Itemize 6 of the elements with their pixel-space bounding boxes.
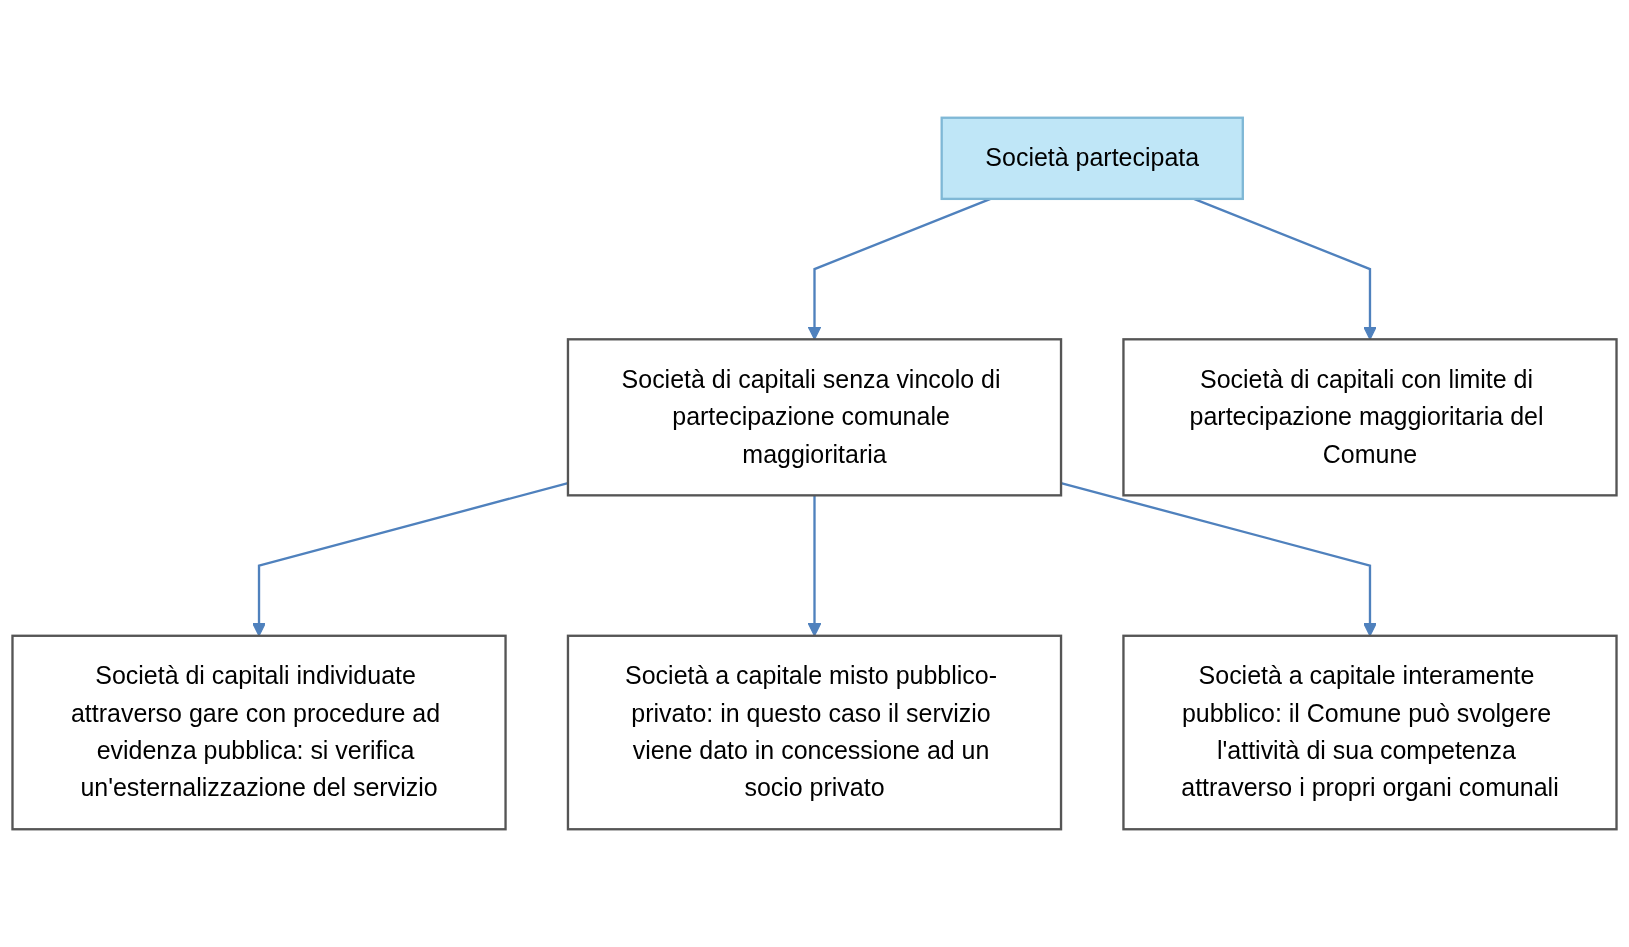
node-box: Società di capitali individuate attraverso gare con procedure ad evidenza pubblica: si verifica un'esternalizzazione del servizio	[11, 634, 507, 831]
node-box: Società di capitali senza vincolo di partecipazione comunale maggioritaria	[566, 338, 1063, 497]
node-box: Società a capitale misto pubblico- privato: in questo caso il servizio viene dato in concessione ad un socio privato	[566, 634, 1063, 831]
node-box: Società a capitale interamente pubblico: il Comune può svolgere l'attività di sua competenza attraverso i propri organi comunali	[1122, 634, 1618, 831]
node-box: Società di capitali con limite di partecipazione maggioritaria del Comune	[1122, 338, 1618, 497]
node-box: Società partecipata	[940, 116, 1244, 201]
